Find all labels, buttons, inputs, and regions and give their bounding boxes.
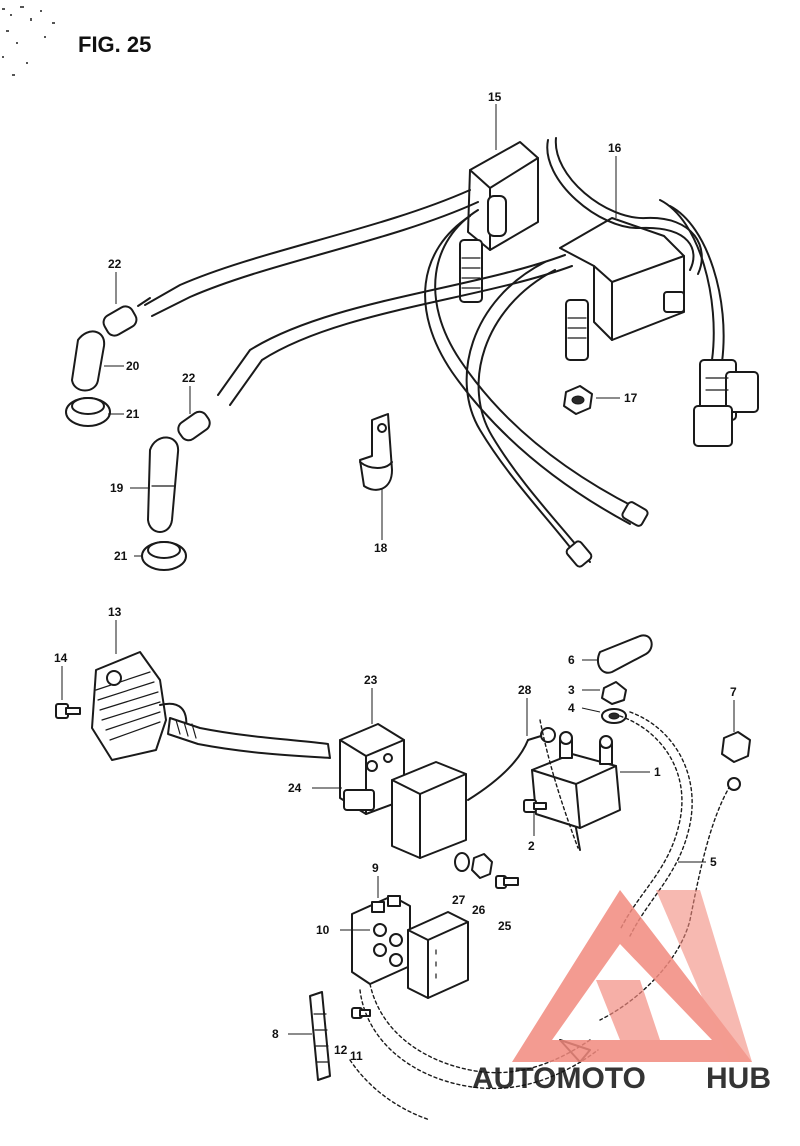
nut-26 xyxy=(471,853,493,879)
ignition-coil-16 xyxy=(559,217,685,361)
nut-3 xyxy=(601,681,627,705)
callout-25: 25 xyxy=(498,919,512,933)
nut-17 xyxy=(563,385,593,415)
callout-18: 18 xyxy=(374,541,388,555)
plug-cap-upper xyxy=(65,297,151,427)
callout-9: 9 xyxy=(372,861,379,875)
callout-17: 17 xyxy=(624,391,638,405)
bolt-25 xyxy=(495,875,519,889)
callout-10: 10 xyxy=(316,923,330,937)
regulator-13 xyxy=(91,651,331,761)
callout-28: 28 xyxy=(518,683,532,697)
callout-4: 4 xyxy=(568,701,575,715)
callout-21-lower: 21 xyxy=(114,549,128,563)
starter-relay-1 xyxy=(531,731,621,851)
callout-14: 14 xyxy=(54,651,68,665)
callout-1: 1 xyxy=(654,765,661,779)
callout-13: 13 xyxy=(108,605,122,619)
high-tension-leads xyxy=(144,137,703,568)
watermark-triangle-icon xyxy=(512,890,752,1062)
callout-3: 3 xyxy=(568,683,575,697)
washer-27 xyxy=(454,852,470,872)
watermark-logo: AUTOMOTO HUB xyxy=(472,890,771,1095)
callout-22-lower: 22 xyxy=(182,371,196,385)
callout-23: 23 xyxy=(364,673,378,687)
scan-noise xyxy=(2,6,55,76)
figure-title: FIG. 25 xyxy=(78,32,151,57)
watermark-text-primary: AUTOMOTO xyxy=(472,1062,646,1095)
callout-7: 7 xyxy=(730,685,737,699)
callout-21-upper: 21 xyxy=(126,407,140,421)
callout-15: 15 xyxy=(488,90,502,104)
callout-22-upper: 22 xyxy=(108,257,122,271)
callout-5: 5 xyxy=(710,855,717,869)
callout-16: 16 xyxy=(608,141,622,155)
callout-12: 12 xyxy=(334,1043,348,1057)
bolt-2 xyxy=(523,799,547,813)
plug-cap-lower xyxy=(141,410,211,571)
callout-labels: 15 16 17 18 19 20 21 21 22 22 13 14 23 2… xyxy=(54,90,737,1063)
fuse-box-9 xyxy=(351,895,411,985)
bolt-14 xyxy=(55,703,81,719)
washer-4 xyxy=(601,708,627,724)
callout-2: 2 xyxy=(528,839,535,853)
ignition-coil-15 xyxy=(459,141,539,303)
callout-11: 11 xyxy=(350,1049,363,1063)
bracket-18 xyxy=(359,413,393,491)
callout-8: 8 xyxy=(272,1027,279,1041)
callout-26: 26 xyxy=(472,903,486,917)
callout-6: 6 xyxy=(568,653,575,667)
relay-cover xyxy=(391,761,467,859)
callout-19: 19 xyxy=(110,481,124,495)
callout-leaders xyxy=(61,104,735,1035)
fuse-box-cover xyxy=(407,911,469,999)
callout-20: 20 xyxy=(126,359,140,373)
callout-24: 24 xyxy=(288,781,302,795)
terminal-cap-6 xyxy=(596,634,653,674)
nut-7 xyxy=(721,731,751,763)
coil-connector xyxy=(659,199,759,447)
strap-8 xyxy=(309,991,331,1081)
callout-27: 27 xyxy=(452,893,466,907)
bolt-12 xyxy=(351,1007,371,1019)
watermark-text-secondary: HUB xyxy=(706,1062,771,1095)
